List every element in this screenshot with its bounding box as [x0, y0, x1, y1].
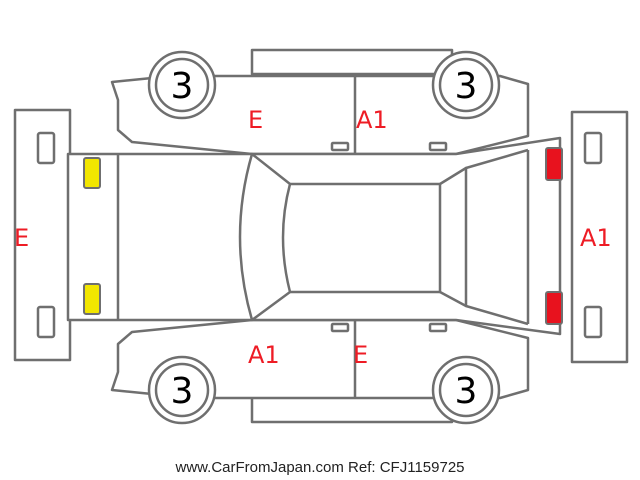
- wheel-grade-bottom-right: 3: [455, 371, 478, 412]
- front-bumper: [13, 108, 72, 362]
- front-bumper-damage-code: E: [14, 224, 29, 252]
- front-right-door-damage-code: A1: [248, 341, 280, 369]
- right-roof-rail: [250, 394, 454, 424]
- rear-light-marker-top: [545, 147, 563, 181]
- wheel-top-right: 3: [431, 50, 501, 120]
- front-light-marker-bottom: [83, 283, 101, 315]
- car-body-top: [66, 136, 562, 336]
- rear-bumper: [570, 110, 629, 364]
- rear-left-door-damage-code: A1: [356, 106, 388, 134]
- rear-window: [439, 166, 468, 308]
- roof-area: [290, 182, 442, 294]
- rear-light-marker-bottom: [545, 291, 563, 325]
- wheel-grade-top-right: 3: [455, 66, 478, 107]
- wheel-grade-bottom-left: 3: [171, 371, 194, 412]
- front-light-marker-top: [83, 157, 101, 189]
- footer-reference: www.CarFromJapan.com Ref: CFJ1159725: [175, 459, 465, 476]
- wheel-bottom-right: 3: [431, 355, 501, 425]
- front-left-door-damage-code: E: [248, 106, 263, 134]
- wheel-grade-top-left: 3: [171, 66, 194, 107]
- rear-right-door-damage-code: E: [353, 341, 368, 369]
- wheel-bottom-left: 3: [147, 355, 217, 425]
- rear-bumper-damage-code: A1: [580, 224, 612, 252]
- wheel-top-left: 3: [147, 50, 217, 120]
- left-roof-rail: [250, 48, 454, 76]
- windshield: [238, 152, 292, 322]
